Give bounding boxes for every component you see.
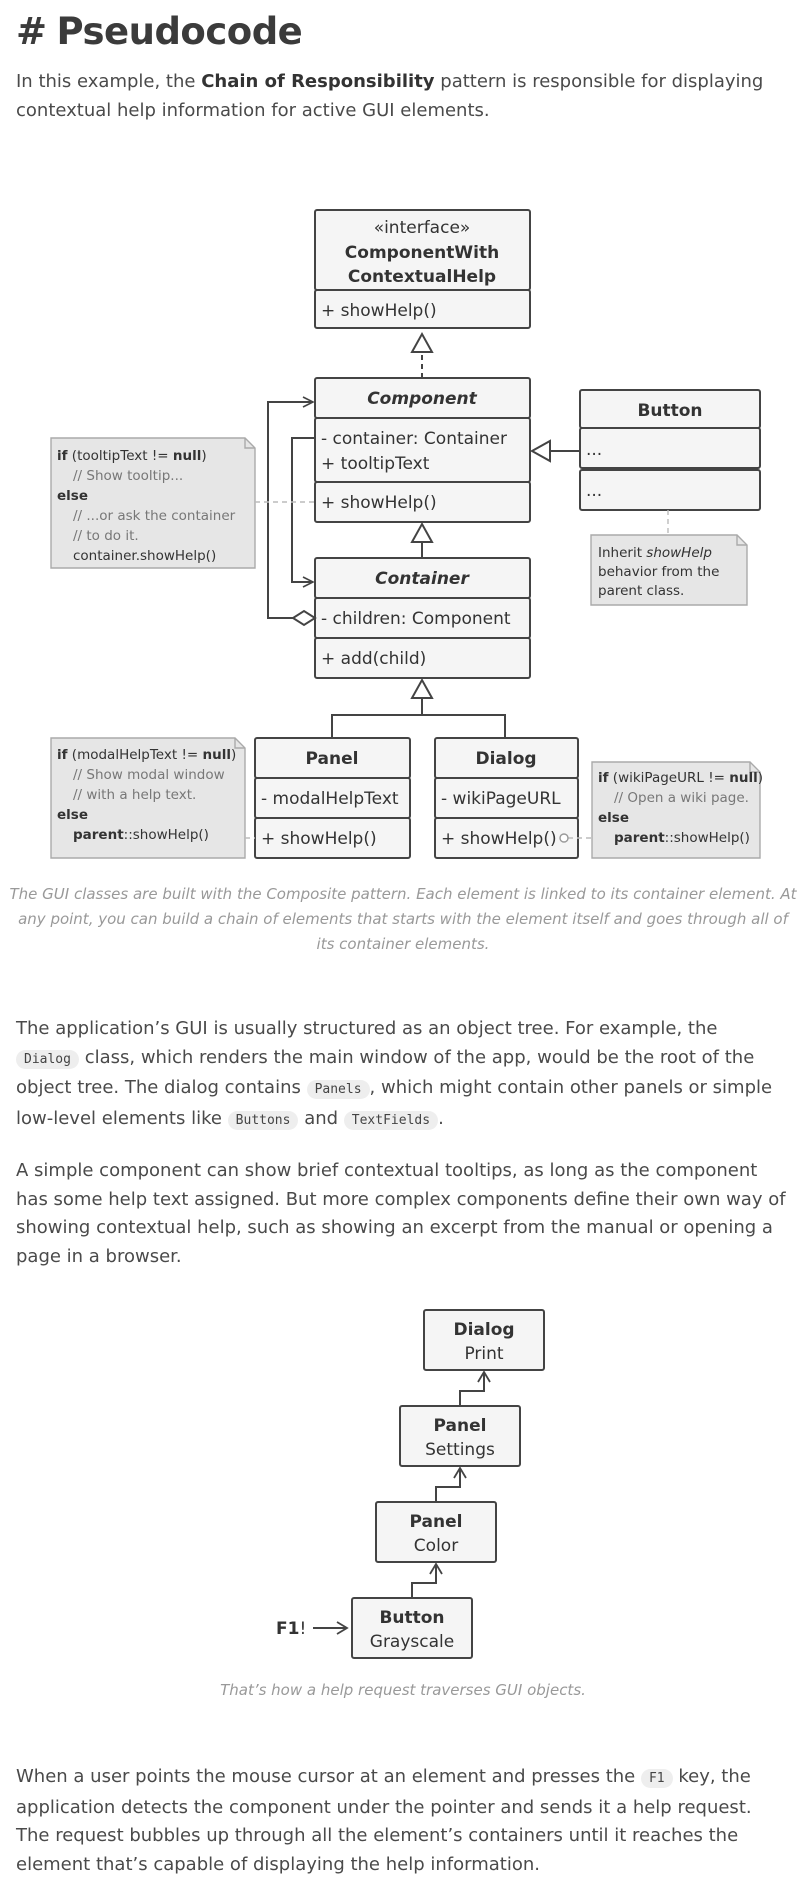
panel-note: [50, 737, 246, 859]
button-note-line3: parent class.: [598, 583, 684, 599]
component-note-line5: // to do it.: [73, 528, 139, 544]
panel-note-line2: // Show modal window: [73, 767, 225, 783]
chain-button-type: Button: [379, 1608, 444, 1628]
button-class-name: Button: [637, 401, 702, 421]
dialog-note-line4: parent::showHelp(): [614, 830, 750, 846]
tooltip-paragraph: A simple component can show brief contex…: [16, 1160, 786, 1267]
page-title: #Pseudocode: [16, 10, 303, 53]
component-field-tooltip: + tooltipText: [321, 454, 430, 474]
component-name: Component: [367, 389, 477, 409]
button-class-row2: ...: [586, 481, 602, 501]
chain-button-name: Grayscale: [370, 1632, 454, 1652]
help-chain-diagram: Dialog Print Panel Settings Panel Color …: [276, 1309, 545, 1659]
code-buttons: Buttons: [227, 1110, 299, 1130]
dialog-class-name: Dialog: [475, 749, 536, 769]
chain-panel-settings-name: Settings: [425, 1440, 495, 1460]
object-tree-paragraph: The application’s GUI is usually structu…: [16, 1018, 773, 1130]
diagram-caption: The GUI classes are built with the Compo…: [9, 885, 797, 953]
chain-panel-settings-type: Panel: [434, 1416, 487, 1436]
dialog-method: + showHelp(): [441, 829, 557, 849]
button-note-line1: Inherit showHelp: [598, 545, 712, 561]
component-note-line2: // Show tooltip...: [73, 468, 183, 484]
button-note: [590, 534, 748, 606]
panel-note-line4: else: [57, 807, 88, 823]
panel-field: - modalHelpText: [261, 789, 399, 809]
chain-panel-color-name: Color: [414, 1536, 458, 1556]
component-note-line1: if (tooltipText != null): [57, 448, 207, 464]
page-title-text: Pseudocode: [56, 10, 303, 53]
dialog-note-line3: else: [598, 810, 629, 826]
button-note-line2: behavior from the: [598, 564, 719, 580]
component-note-line6: container.showHelp(): [73, 548, 216, 564]
help-request-paragraph: When a user points the mouse cursor at a…: [16, 1766, 752, 1875]
button-class-row1: ...: [586, 440, 602, 460]
panel-method: + showHelp(): [261, 829, 377, 849]
panel-note-line5: parent::showHelp(): [73, 827, 209, 843]
dialog-note-line1: if (wikiPageURL != null): [598, 770, 763, 786]
interface-name-line1: ComponentWith: [345, 243, 499, 263]
interface-stereotype: «interface»: [374, 218, 471, 238]
dialog-note: [591, 761, 761, 859]
component-note-line3: else: [57, 488, 88, 504]
f1-key-label: F1!: [276, 1619, 306, 1639]
container-name: Container: [375, 569, 470, 589]
intro-paragraph: In this example, the Chain of Responsibi…: [16, 68, 786, 125]
interface-name-line2: ContextualHelp: [348, 267, 496, 287]
code-textfields: TextFields: [343, 1110, 439, 1130]
chain-caption: That’s how a help request traverses GUI …: [220, 1681, 586, 1699]
code-dialog: Dialog: [16, 1049, 79, 1069]
code-panels: Panels: [306, 1080, 370, 1099]
chain-dialog-box: [423, 1309, 545, 1371]
component-method: + showHelp(): [321, 493, 437, 513]
panel-note-line1: if (modalHelpText != null): [57, 747, 236, 763]
intro-text: In this example, the: [16, 71, 202, 92]
chain-dialog-type: Dialog: [453, 1320, 514, 1340]
panel-note-line3: // with a help text.: [73, 787, 196, 803]
component-note: [50, 437, 256, 569]
code-f1: F1: [640, 1769, 673, 1788]
chain-dialog-name: Print: [464, 1344, 503, 1364]
pattern-name: Chain of Responsibility: [201, 71, 435, 92]
component-note-line4: // ...or ask the container: [73, 508, 236, 524]
interface-method: + showHelp(): [321, 301, 437, 321]
dialog-note-line2: // Open a wiki page.: [614, 790, 749, 806]
intro-text-rest: pattern is responsible for displaying co…: [16, 71, 764, 121]
panel-class-name: Panel: [306, 749, 359, 769]
component-field-container: - container: Container: [321, 429, 507, 449]
container-field: - children: Component: [321, 609, 511, 629]
chain-panel-color-type: Panel: [410, 1512, 463, 1532]
heading-anchor-hash[interactable]: #: [16, 10, 47, 53]
uml-class-diagram: «interface» ComponentWith ContextualHelp…: [50, 209, 763, 859]
dialog-field: - wikiPageURL: [441, 789, 561, 809]
container-method: + add(child): [321, 649, 426, 669]
